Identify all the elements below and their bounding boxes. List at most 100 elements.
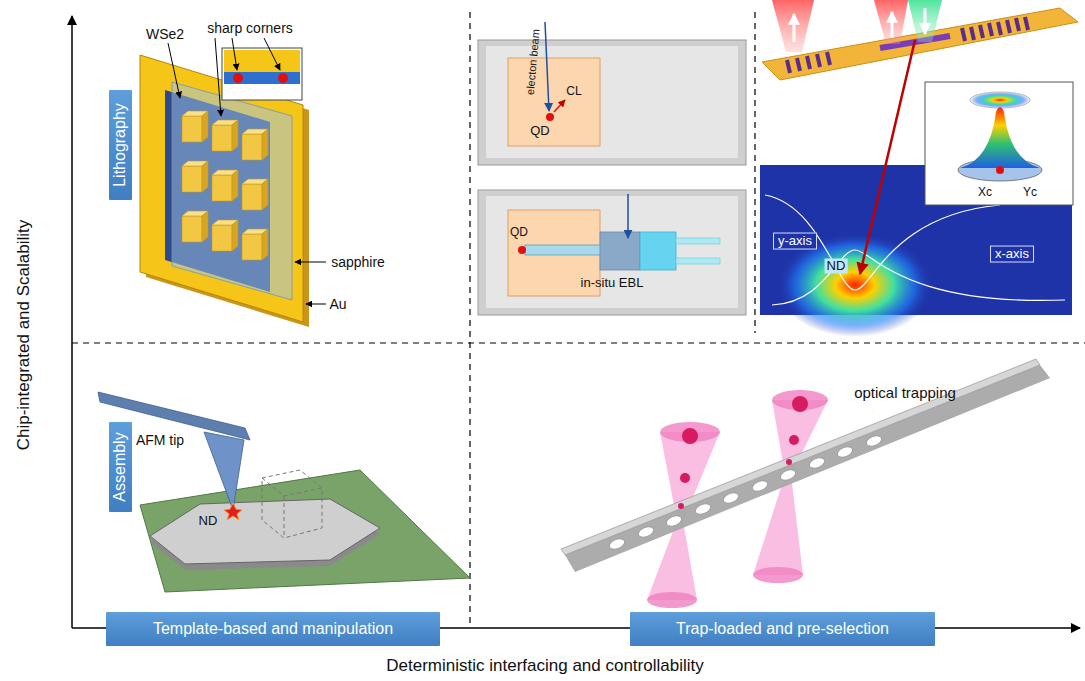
part-label: ND: [825, 259, 848, 274]
nd-field-map: [980, 25, 983, 38]
leader-line: [264, 38, 280, 70]
leader-line: [232, 38, 237, 70]
qd-chip: [627, 194, 629, 238]
qd-chip: [640, 232, 676, 270]
optical-trap: [665, 514, 683, 528]
category-box: Trap-loaded and pre-selection: [630, 612, 935, 646]
qd-chip: [546, 113, 554, 121]
optical-trap: [678, 396, 808, 509]
divider-line: [72, 342, 1085, 343]
afm-assembly: [140, 470, 470, 592]
nd-field-map: [924, 8, 927, 34]
qd-chip: [518, 246, 526, 254]
wse2-sample: [212, 120, 238, 151]
axis-name: x-axis: [990, 246, 1034, 263]
nd-field-map: [971, 27, 974, 40]
divider-line: [469, 12, 470, 626]
wse2-sample: [140, 48, 309, 327]
leader-line: [168, 43, 180, 98]
nd-field-map: [970, 92, 1030, 108]
leader-line: [295, 262, 326, 263]
nd-field-map: [1025, 17, 1028, 30]
qd-chip: [676, 258, 720, 264]
optical-trap: [786, 459, 792, 465]
qd-chip: [478, 190, 746, 315]
optical-trap: [561, 359, 1040, 555]
optical-trap: [608, 537, 626, 551]
category-label: Assembly: [110, 432, 129, 501]
axis-title: Chip-integrated and Scalability: [14, 220, 34, 451]
nd-field-map: [998, 22, 1001, 35]
category-box: Template-based and manipulation: [106, 612, 440, 646]
qd-chip: [545, 22, 549, 111]
category-label: Trap-loaded and pre-selection: [676, 619, 889, 638]
optical-trap: [678, 503, 684, 509]
leader-line: [215, 38, 221, 116]
nd-field-map: [1016, 18, 1019, 31]
nd-field-map: [772, 0, 814, 52]
wse2-sample: [182, 211, 208, 242]
optical-trap: [753, 567, 803, 583]
optical-trap: [608, 434, 883, 551]
nd-field-map: [797, 58, 800, 71]
process-label: in-situ EBL: [581, 276, 644, 291]
optical-trap: [751, 479, 769, 493]
part-label: QD: [530, 124, 550, 139]
afm-assembly: [204, 432, 244, 510]
nd-field-map: [793, 14, 796, 42]
nd-field-map: [925, 82, 1073, 205]
nd-field-map: [989, 23, 992, 36]
axis-title: Deterministic interfacing and controllab…: [386, 656, 703, 676]
nd-field-map: [962, 28, 965, 41]
divider-line: [754, 12, 755, 333]
axis-name: y-axis: [773, 233, 817, 250]
afm-assembly: [98, 392, 470, 592]
nd-field-map: [827, 52, 830, 65]
wse2-sample: [222, 48, 302, 100]
qd-chip: [508, 58, 600, 146]
material-label: sapphire: [331, 254, 385, 270]
category-box: Assembly: [109, 422, 132, 512]
nd-field-map: [760, 0, 1078, 337]
optical-trap: [792, 396, 808, 412]
nd-field-map: [960, 107, 1040, 168]
wse2-sample: [224, 72, 300, 84]
optical-trap: [789, 435, 799, 445]
nd-field-map: [908, 0, 942, 42]
divider-line: [72, 12, 1085, 626]
qd-chip: [486, 196, 738, 308]
wse2-sample: [242, 179, 268, 210]
nd-field-map: [817, 54, 820, 67]
part-label: QD: [510, 226, 528, 240]
afm-assembly: [262, 470, 322, 538]
optical-trap: [779, 468, 797, 482]
leader-line: [306, 304, 326, 305]
wse2-sample: [233, 73, 243, 83]
optical-trap: [680, 473, 690, 483]
wse2-sample: [212, 220, 238, 251]
nd-field-map: [807, 56, 810, 69]
optical-trap: [561, 359, 1050, 608]
qd-chip: [600, 232, 640, 270]
wse2-sample: [182, 111, 208, 142]
afm-assembly: [224, 503, 242, 520]
wse2-sample: [172, 82, 292, 300]
wse2-sample: [242, 229, 268, 260]
nd-field-map: [787, 60, 790, 73]
axis: [72, 16, 1080, 628]
category-label: Template-based and manipulation: [153, 619, 393, 638]
nd-field-map: [765, 195, 1000, 290]
qd-chip: [478, 22, 746, 315]
afm-assembly: [150, 499, 380, 564]
part-label: AFM tip: [136, 432, 184, 448]
process-label: optical trapping: [854, 384, 956, 401]
signal-label: CL: [566, 85, 581, 99]
optical-trap: [722, 491, 740, 505]
optical-trap: [637, 525, 655, 539]
qd-chip: [676, 238, 720, 244]
optical-trap: [808, 456, 826, 470]
wse2-sample: [278, 73, 288, 83]
coordinate-label: Xc: [978, 186, 992, 200]
wse2-sample: [182, 161, 208, 192]
